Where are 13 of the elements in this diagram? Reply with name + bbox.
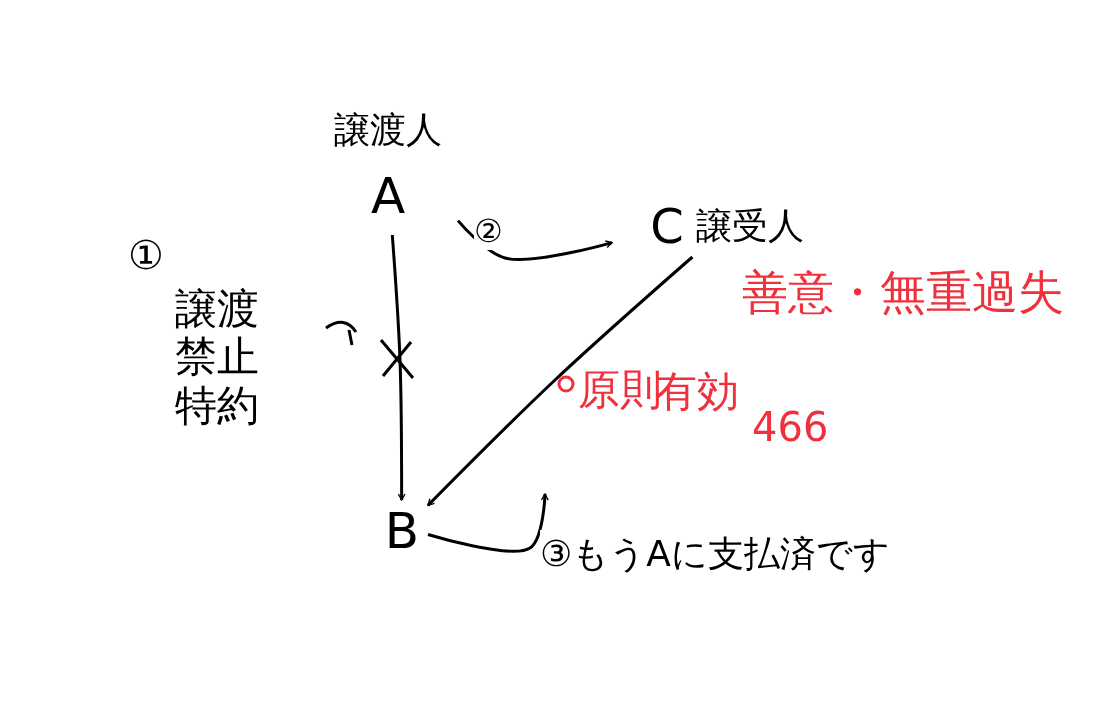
node-text: 譲渡人 <box>334 107 442 152</box>
node-text: C <box>650 198 684 254</box>
annotation-text: 譲渡禁止特約 <box>175 285 259 430</box>
node-text: 譲受人 <box>695 203 804 248</box>
arrow <box>426 255 694 507</box>
annotation-text: 466 <box>752 404 829 450</box>
annotation-text: ① <box>128 232 164 278</box>
node-text: A <box>370 166 406 225</box>
arrow <box>427 493 549 553</box>
node-text: B <box>384 502 420 560</box>
arrow <box>390 234 406 501</box>
arrow <box>456 219 613 261</box>
annotation-text: 善意・無重過失 <box>742 264 1064 321</box>
